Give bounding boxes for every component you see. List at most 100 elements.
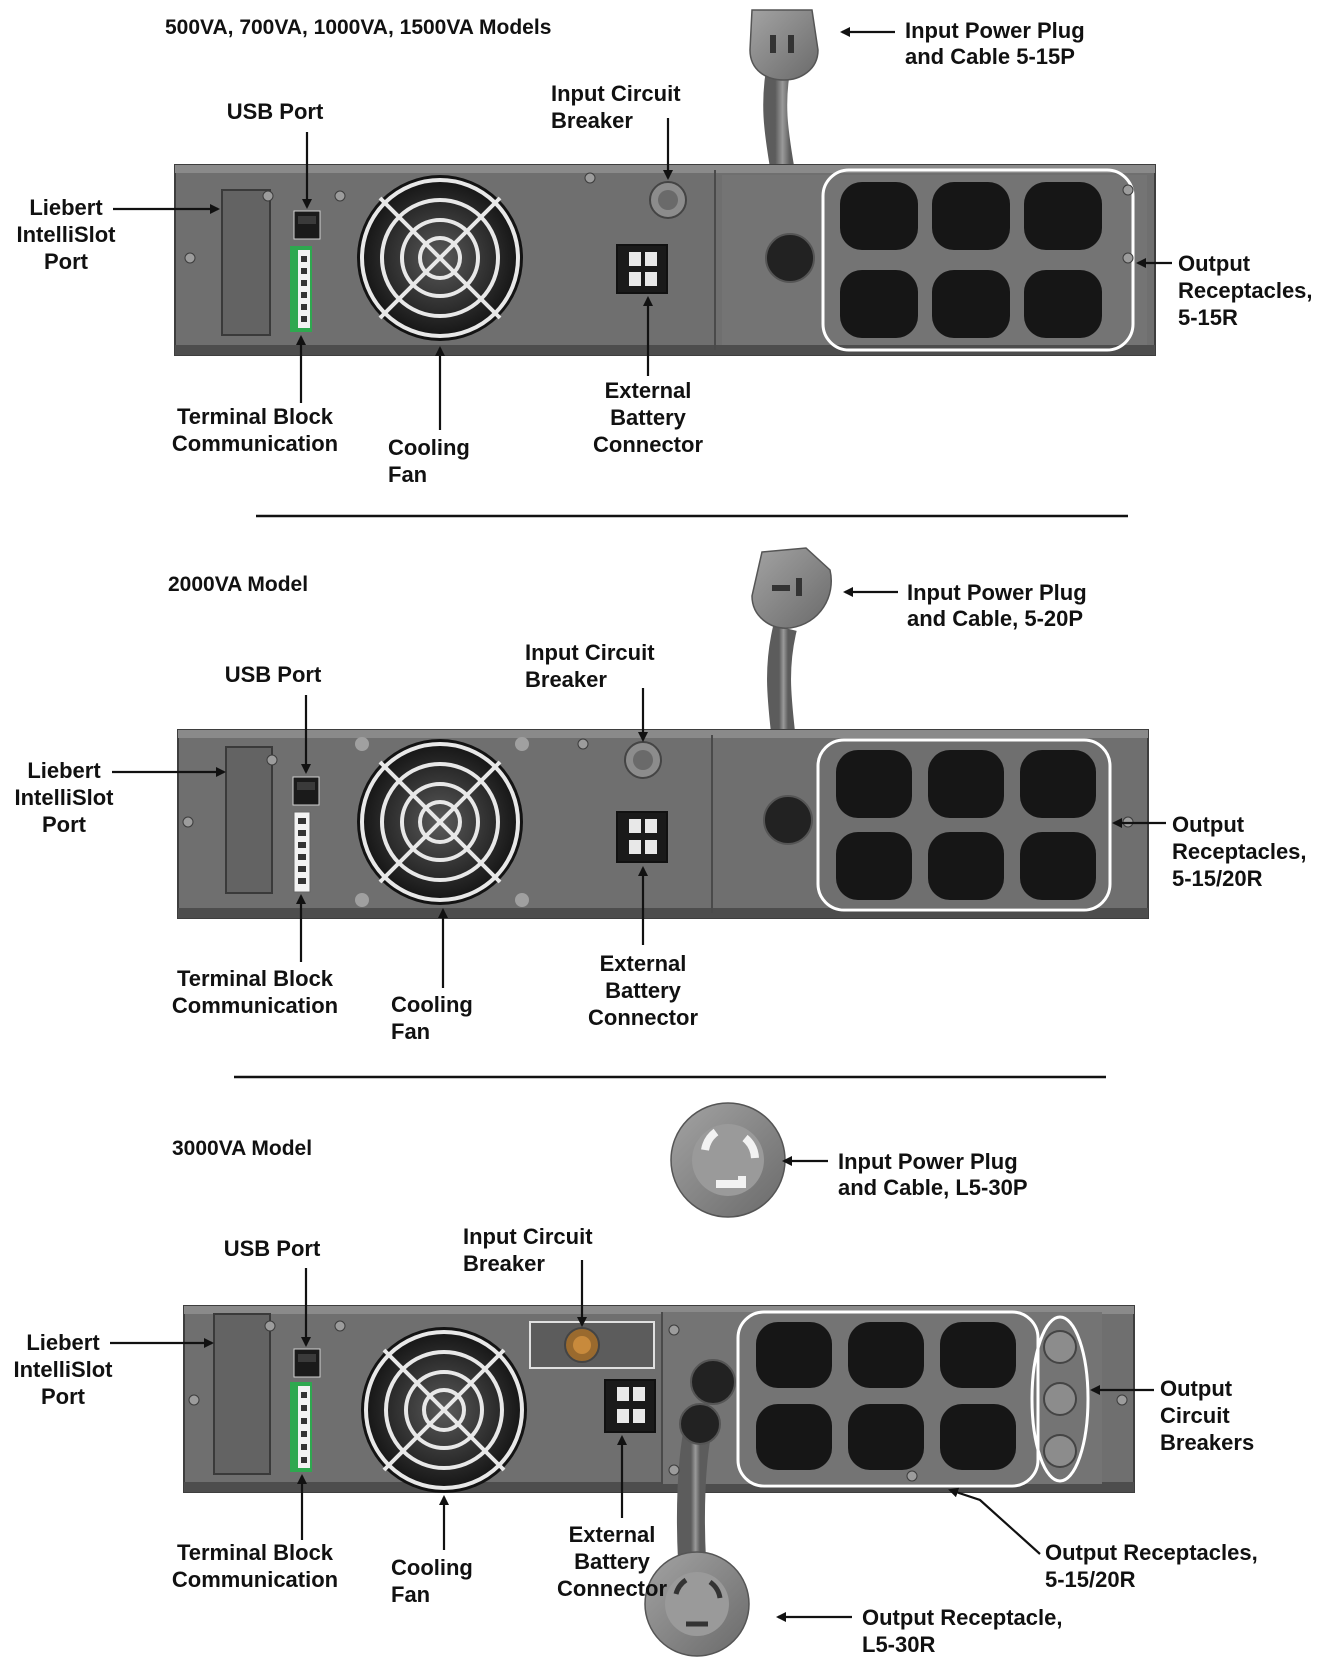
- svg-text:IntelliSlot: IntelliSlot: [14, 1357, 114, 1382]
- svg-text:Input Circuit: Input Circuit: [463, 1224, 593, 1249]
- input-circuit-breaker: [624, 741, 662, 779]
- label-liebert-intellislot-port: Liebert IntelliSlot Port: [17, 195, 220, 274]
- label-output-receptacles: Output Receptacles, 5-15/20R: [1112, 812, 1307, 891]
- external-battery-connector: [604, 1379, 656, 1433]
- cord-entry-grommet: [690, 1359, 736, 1405]
- usb-port: [293, 1348, 321, 1378]
- svg-text:Communication: Communication: [172, 993, 338, 1018]
- cooling-fan: [361, 1327, 527, 1493]
- svg-text:Input Power Plug: Input Power Plug: [838, 1149, 1018, 1174]
- label-liebert-intellislot-port: Liebert IntelliSlot Port: [14, 1330, 214, 1409]
- svg-text:Breakers: Breakers: [1160, 1430, 1254, 1455]
- svg-text:and Cable, 5-20P: and Cable, 5-20P: [907, 606, 1083, 631]
- input-power-plug: [670, 1102, 786, 1390]
- label-output-receptacle-l5-30r: Output Receptacle, L5-30R: [776, 1605, 1062, 1657]
- section-1: 500VA, 700VA, 1000VA, 1500VA Models: [17, 9, 1313, 487]
- label-output-circuit-breakers: Output Circuit Breakers: [1090, 1376, 1254, 1455]
- svg-text:Port: Port: [44, 249, 89, 274]
- svg-text:Fan: Fan: [391, 1019, 430, 1044]
- svg-text:Liebert: Liebert: [26, 1330, 100, 1355]
- svg-text:Breaker: Breaker: [525, 667, 607, 692]
- label-terminal-block: Terminal Block Communication: [172, 335, 338, 456]
- svg-text:Connector: Connector: [557, 1576, 667, 1601]
- terminal-block: [290, 1382, 312, 1472]
- svg-text:External: External: [600, 951, 687, 976]
- label-external-battery-connector: External Battery Connector: [557, 1435, 667, 1601]
- svg-text:and Cable 5-15P: and Cable 5-15P: [905, 44, 1075, 69]
- svg-text:Fan: Fan: [388, 462, 427, 487]
- svg-text:5-15/20R: 5-15/20R: [1045, 1567, 1136, 1592]
- svg-text:Output: Output: [1178, 251, 1251, 276]
- section-title: 500VA, 700VA, 1000VA, 1500VA Models: [165, 16, 551, 39]
- output-receptacles: [816, 738, 1112, 912]
- svg-text:Communication: Communication: [172, 1567, 338, 1592]
- svg-text:Fan: Fan: [391, 1582, 430, 1607]
- label-terminal-block: Terminal Block Communication: [172, 1474, 338, 1592]
- svg-text:USB Port: USB Port: [227, 99, 324, 124]
- svg-text:Liebert: Liebert: [29, 195, 103, 220]
- label-input-circuit-breaker: Input Circuit Breaker: [463, 1224, 593, 1327]
- external-battery-connector: [616, 244, 668, 294]
- label-cooling-fan: Cooling Fan: [391, 908, 473, 1044]
- svg-text:External: External: [569, 1522, 656, 1547]
- cooling-fan: [357, 175, 523, 341]
- label-usb-port: USB Port: [224, 1236, 321, 1347]
- cooling-fan: [355, 737, 529, 907]
- external-battery-connector: [616, 811, 668, 863]
- svg-text:Output Receptacle,: Output Receptacle,: [862, 1605, 1062, 1630]
- label-output-receptacles: Output Receptacles, 5-15/20R: [948, 1487, 1258, 1592]
- svg-text:5-15R: 5-15R: [1178, 305, 1238, 330]
- usb-port: [293, 210, 321, 240]
- svg-text:Port: Port: [41, 1384, 86, 1409]
- label-usb-port: USB Port: [225, 662, 322, 774]
- section-3: 3000VA Model: [14, 1102, 1258, 1657]
- svg-text:Terminal Block: Terminal Block: [177, 966, 334, 991]
- label-input-power-plug: Input Power Plug and Cable, 5-20P: [843, 580, 1087, 631]
- input-circuit-breaker: [649, 181, 687, 219]
- label-external-battery-connector: External Battery Connector: [588, 866, 698, 1030]
- intellislot-port: [225, 746, 273, 894]
- svg-text:Battery: Battery: [610, 405, 687, 430]
- section-2: 2000VA Model: [15, 547, 1307, 1044]
- svg-text:Circuit: Circuit: [1160, 1403, 1230, 1428]
- svg-text:Output Receptacles,: Output Receptacles,: [1045, 1540, 1258, 1565]
- output-circuit-breakers: [1030, 1315, 1090, 1483]
- svg-text:Input Power Plug: Input Power Plug: [907, 580, 1087, 605]
- label-liebert-intellislot-port: Liebert IntelliSlot Port: [15, 758, 226, 837]
- input-circuit-breaker: [529, 1321, 655, 1369]
- cord-entry-grommet: [763, 795, 813, 845]
- label-cooling-fan: Cooling Fan: [391, 1495, 473, 1607]
- svg-text:Terminal Block: Terminal Block: [177, 1540, 334, 1565]
- svg-text:Liebert: Liebert: [27, 758, 101, 783]
- svg-text:Connector: Connector: [588, 1005, 698, 1030]
- svg-text:Breaker: Breaker: [551, 108, 633, 133]
- svg-text:Communication: Communication: [172, 431, 338, 456]
- label-output-receptacles: Output Receptacles, 5-15R: [1136, 251, 1313, 330]
- svg-text:Output: Output: [1172, 812, 1245, 837]
- intellislot-port: [213, 1313, 271, 1475]
- label-input-power-plug: Input Power Plug and Cable, L5-30P: [782, 1149, 1028, 1200]
- label-input-circuit-breaker: Input Circuit Breaker: [551, 81, 681, 180]
- label-terminal-block: Terminal Block Communication: [172, 894, 338, 1018]
- svg-text:Connector: Connector: [593, 432, 703, 457]
- svg-text:Output: Output: [1160, 1376, 1233, 1401]
- svg-text:and Cable, L5-30P: and Cable, L5-30P: [838, 1175, 1028, 1200]
- label-external-battery-connector: External Battery Connector: [593, 296, 703, 457]
- section-title: 3000VA Model: [172, 1137, 312, 1160]
- svg-text:External: External: [605, 378, 692, 403]
- svg-text:USB Port: USB Port: [225, 662, 322, 687]
- cord-exit-grommet: [679, 1403, 721, 1445]
- svg-text:Port: Port: [42, 812, 87, 837]
- svg-text:Receptacles,: Receptacles,: [1178, 278, 1313, 303]
- svg-text:L5-30R: L5-30R: [862, 1632, 935, 1657]
- usb-port: [292, 776, 320, 806]
- output-receptacles: [736, 1310, 1040, 1488]
- section-title: 2000VA Model: [168, 573, 308, 596]
- svg-text:Cooling: Cooling: [391, 1555, 473, 1580]
- svg-text:Battery: Battery: [574, 1549, 651, 1574]
- intellislot-port: [221, 189, 271, 336]
- output-receptacles: [821, 168, 1135, 352]
- label-input-power-plug: Input Power Plug and Cable 5-15P: [840, 18, 1085, 69]
- label-cooling-fan: Cooling Fan: [388, 346, 470, 487]
